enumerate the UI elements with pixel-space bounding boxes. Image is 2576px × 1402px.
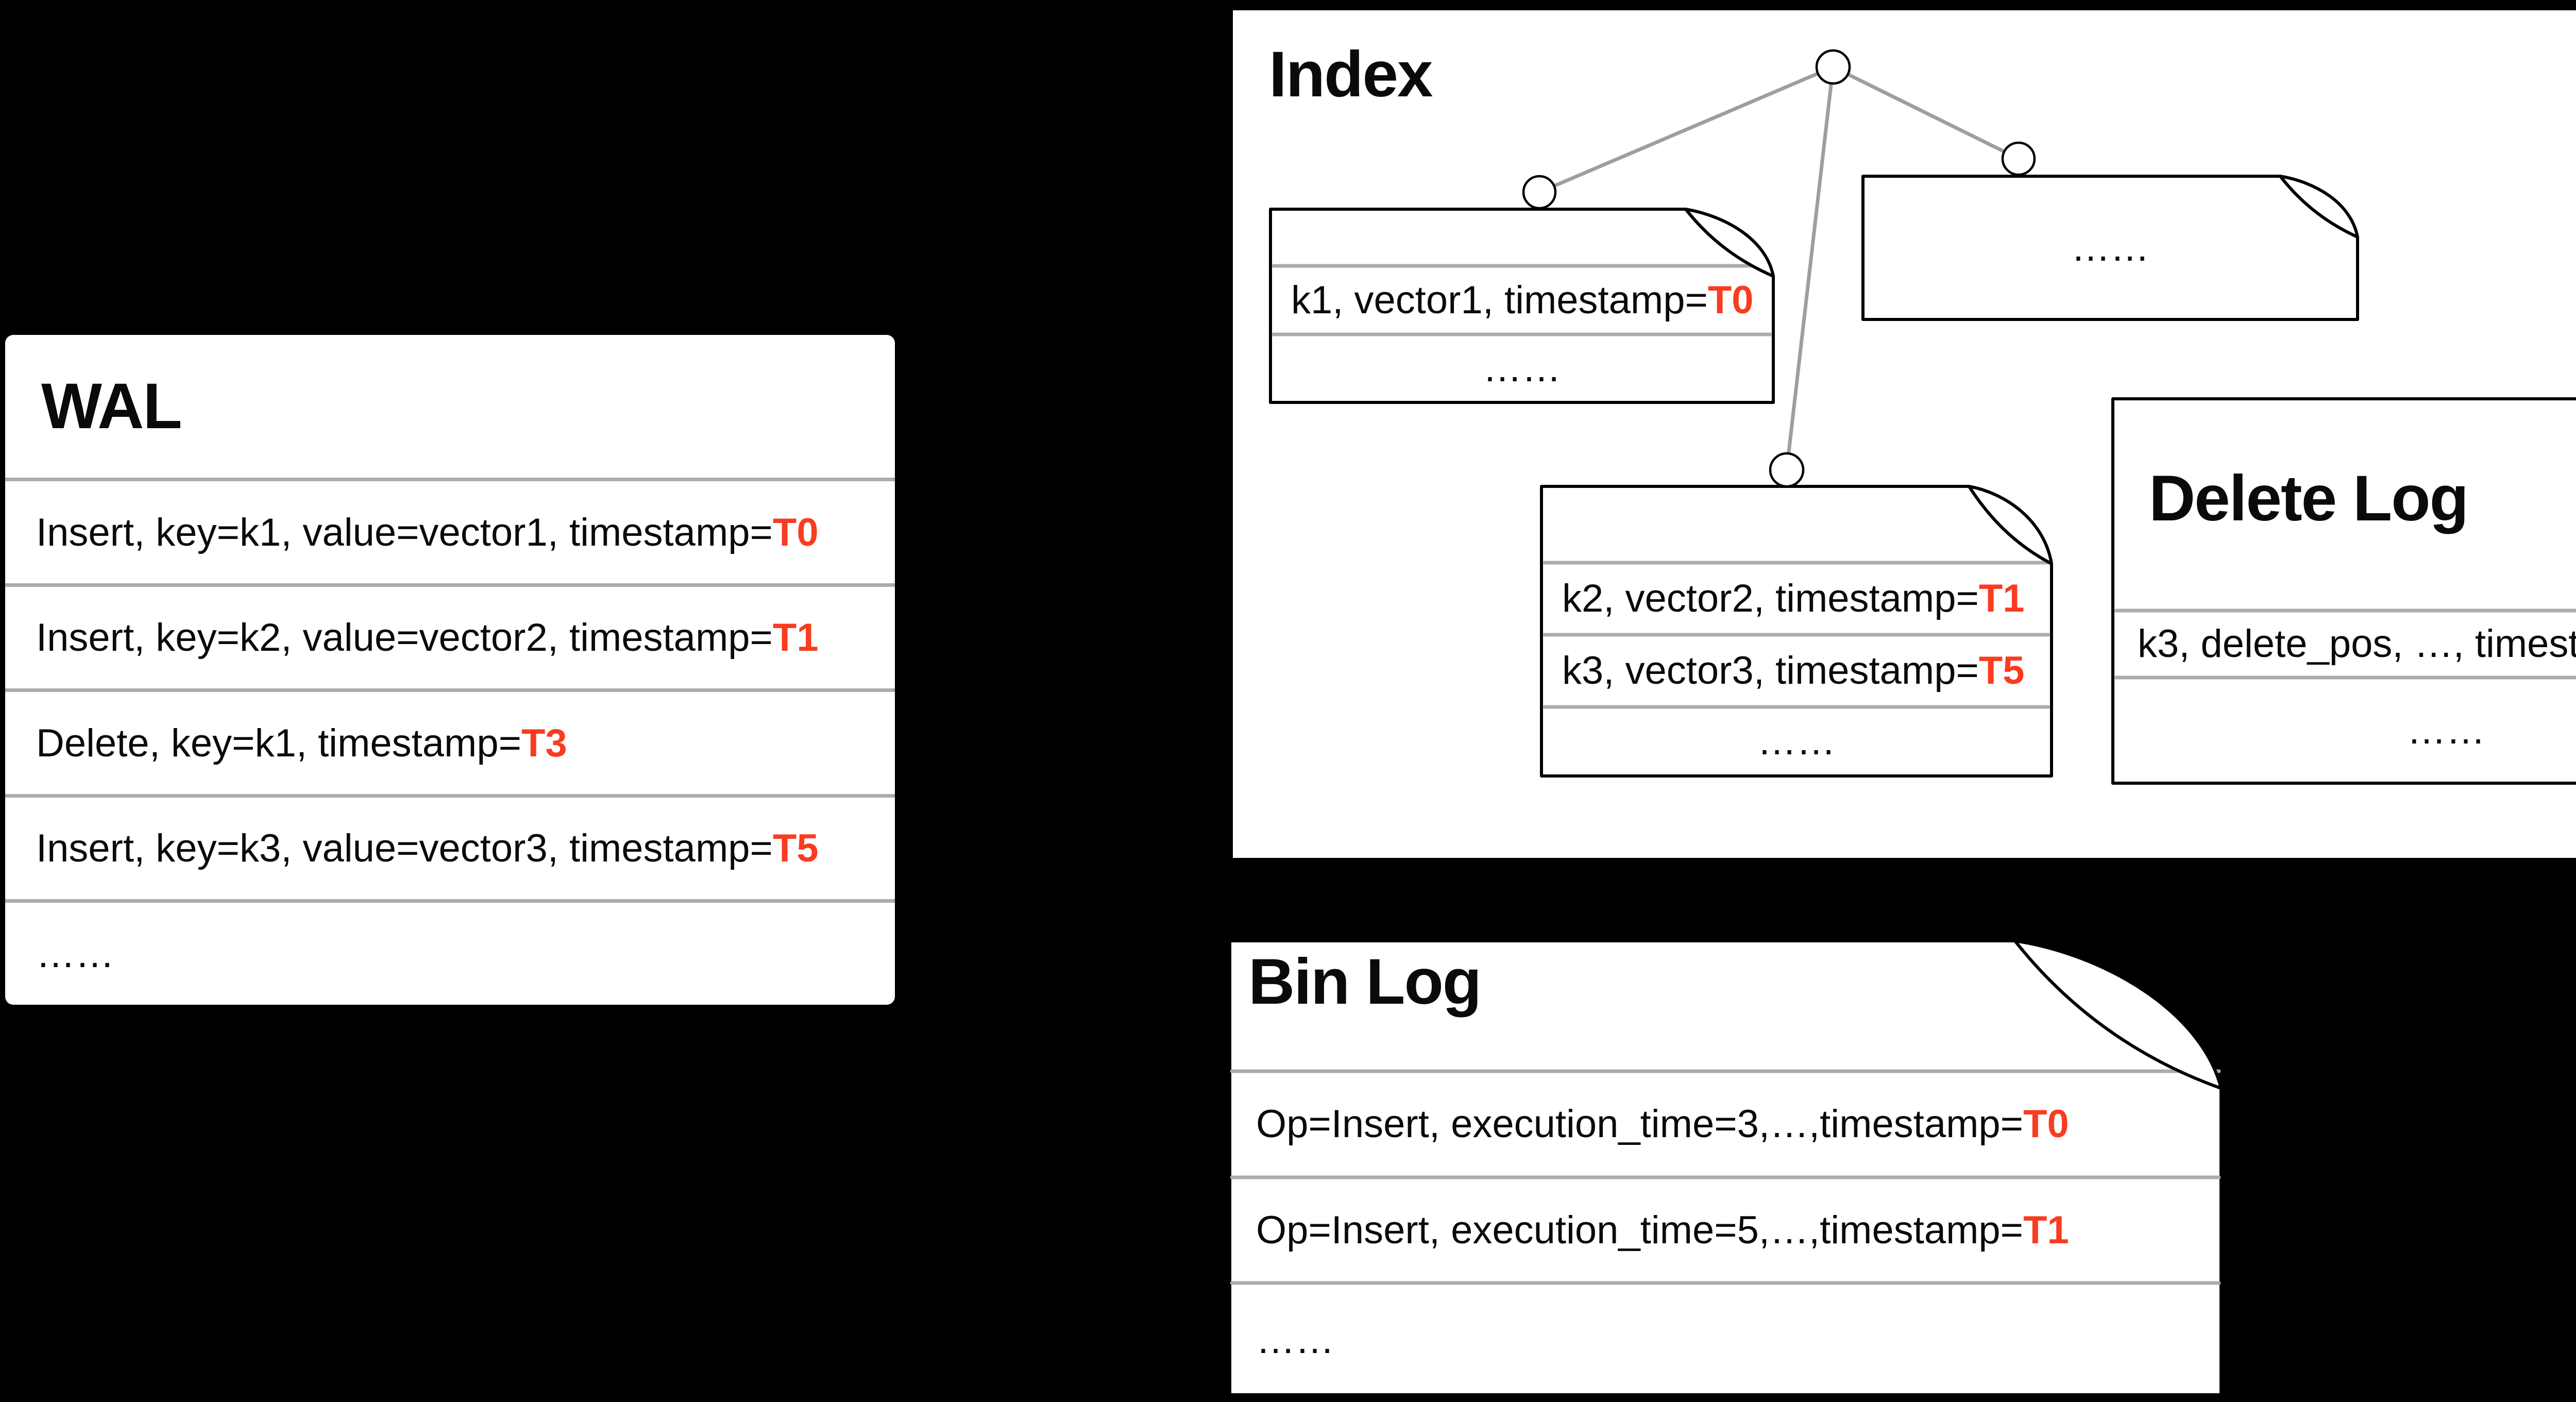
bin-log-title: Bin Log (1248, 946, 1482, 1018)
wal-row-timestamp: T3 (521, 721, 567, 765)
segment-more-text: …… (1483, 346, 1561, 390)
index-panel: Index k1, vector1, timestamp=T0 …… …… k2… (1233, 10, 2576, 858)
segment-more-row: …… (1270, 334, 1773, 402)
bin-log-file: Bin Log Op=Insert, execution_time=3,…,ti… (1228, 939, 2223, 1397)
wal-row: Insert, key=k2, value=vector2, timestamp… (5, 583, 895, 689)
wal-row-text: Insert, key=k2, value=vector2, timestamp… (36, 616, 773, 660)
wal-title: WAL (41, 370, 182, 443)
segment-more-row: …… (1863, 176, 2358, 319)
tree-edge (1832, 65, 2020, 161)
bin-log-row-text: Op=Insert, execution_time=5,…,timestamp= (1256, 1208, 2024, 1252)
bin-log-more-text: …… (1256, 1317, 1334, 1362)
bin-log-row-timestamp: T0 (2023, 1102, 2069, 1146)
wal-row-text: Delete, key=k1, timestamp= (36, 721, 521, 765)
segment-row: k1, vector1, timestamp=T0 (1270, 266, 1794, 334)
tree-node (2001, 141, 2036, 176)
delete-log-more-text: …… (2407, 708, 2485, 752)
wal-row-timestamp: T5 (772, 826, 819, 871)
wal-row: Insert, key=k3, value=vector3, timestamp… (5, 793, 895, 900)
segment-row: k2, vector2, timestamp=T1 (1541, 563, 2072, 635)
wal-row-timestamp: T0 (772, 510, 819, 554)
wal-title-band: WAL (5, 335, 895, 478)
tree-root-node (1815, 49, 1851, 85)
folded-corner-icon (1684, 208, 1775, 278)
wal-more-text: …… (36, 932, 114, 976)
segment-row-text: k1, vector1, timestamp= (1291, 278, 1708, 322)
delete-log-row-text: k3, delete_pos, …, timestamp= (2138, 622, 2576, 666)
bin-log-row: Op=Insert, execution_time=5,…,timestamp=… (1228, 1177, 2235, 1283)
segment-more-text: …… (2071, 226, 2149, 269)
index-tree-graphic (1269, 49, 2576, 785)
wal-row: Delete, key=k1, timestamp=T3 (5, 688, 895, 794)
folded-corner-icon (1968, 485, 2053, 565)
segment-row-timestamp: T5 (1978, 649, 2025, 692)
wal-row-text: Insert, key=k1, value=vector1, timestamp… (36, 510, 773, 554)
segment-row: k3, vector3, timestamp=T5 (1541, 635, 2072, 707)
segment-more-row: …… (1541, 707, 2052, 776)
delete-log-title: Delete Log (2149, 463, 2469, 534)
folded-corner-icon (2279, 175, 2359, 239)
wal-row-text: Insert, key=k3, value=vector3, timestamp… (36, 826, 773, 871)
segment-row-text: k3, vector3, timestamp= (1562, 649, 1979, 692)
tree-edge (1785, 66, 1835, 470)
wal-card: WAL Insert, key=k1, value=vector1, times… (5, 335, 895, 1005)
index-title: Index (1269, 39, 1433, 110)
delete-log-more-row: …… (2113, 678, 2576, 783)
segment-row-timestamp: T0 (1707, 278, 1754, 322)
segment-row-timestamp: T1 (1978, 577, 2025, 620)
tree-edge (1538, 65, 1834, 194)
wal-more-row: …… (5, 899, 895, 1005)
bin-log-more-row: …… (1228, 1283, 2235, 1397)
tree-node (1522, 175, 1557, 210)
delete-log-file (2111, 397, 2576, 785)
bin-log-row-timestamp: T1 (2023, 1208, 2069, 1252)
bin-log-graphic (1228, 939, 2223, 1396)
bin-log-row: Op=Insert, execution_time=3,…,timestamp=… (1228, 1071, 2235, 1177)
folded-corner-icon (2013, 939, 2223, 1090)
wal-row-timestamp: T1 (772, 616, 819, 660)
tree-node (1769, 452, 1805, 488)
wal-row: Insert, key=k1, value=vector1, timestamp… (5, 478, 895, 583)
segment-more-text: …… (1757, 719, 1836, 763)
delete-log-row: k3, delete_pos, …, timestamp=T3 (2113, 611, 2576, 678)
bin-log-row-text: Op=Insert, execution_time=3,…,timestamp= (1256, 1102, 2024, 1146)
segment-row-text: k2, vector2, timestamp= (1562, 577, 1979, 620)
